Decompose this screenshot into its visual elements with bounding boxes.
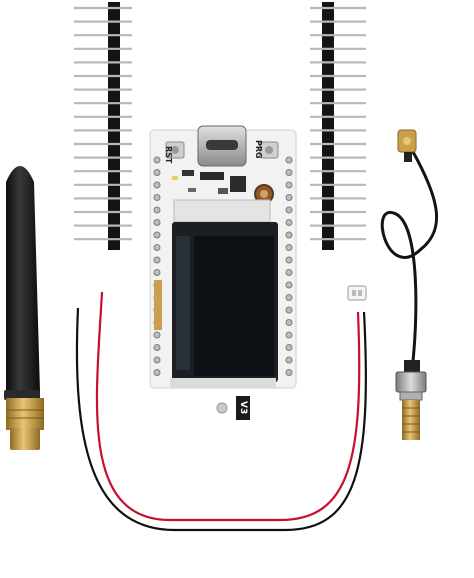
edge-pad <box>285 219 293 226</box>
edge-pad <box>153 369 161 376</box>
edge-pad <box>285 281 293 289</box>
edge-pad <box>153 344 161 351</box>
lora-board <box>149 125 297 414</box>
edge-pad <box>285 306 293 314</box>
pigtail-cable <box>380 149 439 371</box>
ufl-pigtail <box>380 129 439 440</box>
edge-pad <box>285 206 293 214</box>
edge-pad <box>285 294 293 301</box>
right-header-pins <box>310 6 366 241</box>
edge-pad <box>285 231 293 239</box>
edge-pad <box>285 194 293 201</box>
rubber-antenna <box>4 166 44 450</box>
battery-wire <box>75 285 367 532</box>
edge-pad <box>153 231 161 239</box>
antenna-collar <box>4 390 40 400</box>
left-pin-header <box>74 2 132 250</box>
edge-pad <box>285 356 293 364</box>
edge-pad <box>285 256 293 264</box>
antenna-body <box>6 166 40 394</box>
edge-pad <box>285 319 293 326</box>
edge-pad <box>153 356 161 364</box>
edge-pad <box>153 331 161 339</box>
edge-pad <box>285 181 293 189</box>
edge-pad <box>153 156 161 164</box>
edge-pad <box>153 206 161 214</box>
prg-label: PRG <box>254 140 263 159</box>
edge-pad <box>285 156 293 164</box>
edge-pad <box>153 181 161 189</box>
edge-pad <box>285 369 293 376</box>
edge-pad <box>153 219 161 226</box>
left-header-pins <box>74 6 132 241</box>
edge-pad <box>153 194 161 201</box>
edge-pad <box>153 269 161 276</box>
sma-bulkhead-nut <box>395 371 427 393</box>
right-header-plastic <box>322 2 334 250</box>
wire-red <box>95 291 361 522</box>
sma-thread <box>402 400 420 440</box>
edge-pad <box>153 256 161 264</box>
oled-screen <box>194 236 274 376</box>
jst-connector <box>347 285 367 301</box>
antenna-sma-pin <box>10 428 40 450</box>
edge-pad <box>153 169 161 176</box>
left-header-plastic <box>108 2 120 250</box>
wire-black <box>75 307 367 532</box>
edge-pad <box>285 269 293 276</box>
edge-pad <box>285 344 293 351</box>
version-label: V3 <box>236 396 250 420</box>
edge-pad <box>153 244 161 251</box>
antenna-sma-connector <box>6 398 44 430</box>
edge-pad <box>285 169 293 176</box>
edge-pad <box>285 244 293 251</box>
sma-washer <box>399 391 423 401</box>
edge-pad <box>285 331 293 339</box>
right-pin-header <box>310 2 366 250</box>
rst-label: RST <box>164 146 173 164</box>
